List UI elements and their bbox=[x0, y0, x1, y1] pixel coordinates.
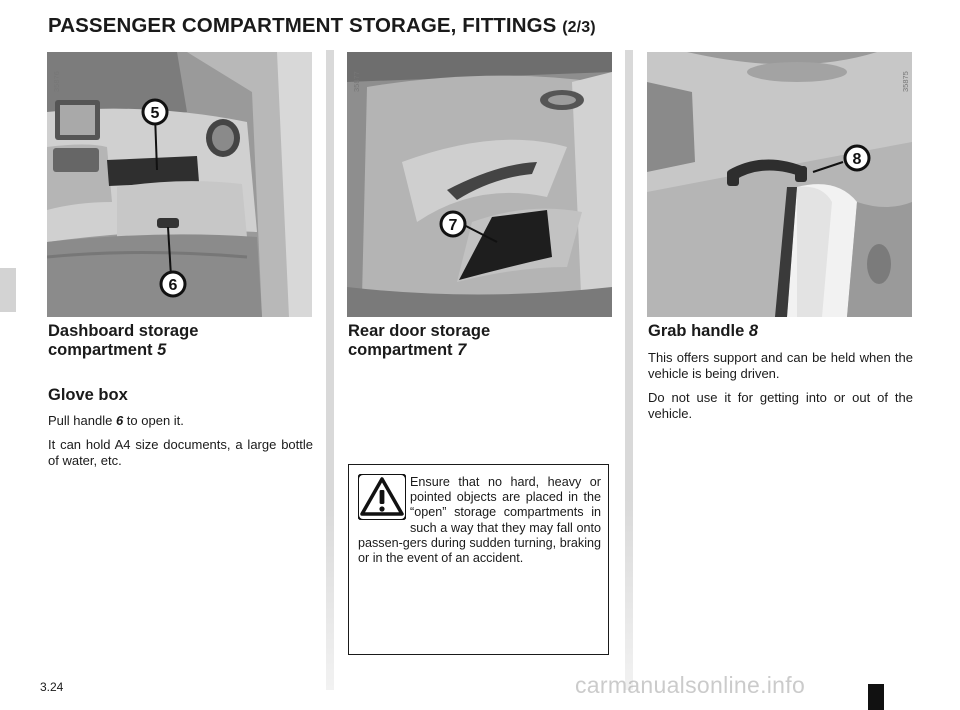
warning-text-block: Ensure that no hard, heavy or pointed ob… bbox=[358, 475, 601, 566]
callout-label-5: 5 bbox=[151, 105, 160, 122]
corner-mark bbox=[868, 684, 884, 710]
heading-line: Grab handle bbox=[648, 322, 745, 340]
page-title-text: PASSENGER COMPARTMENT STORAGE, FITTINGS bbox=[48, 14, 557, 37]
heading-number: 5 bbox=[157, 341, 167, 359]
text-run: to open it. bbox=[123, 413, 184, 428]
glove-box-instruction: Pull handle 6 to open it. bbox=[48, 413, 313, 429]
heading-line: Dashboard storage bbox=[48, 322, 199, 340]
text-run: Pull handle bbox=[48, 413, 116, 428]
heading-number: 7 bbox=[457, 341, 467, 359]
photo-grab-handle: 8 bbox=[647, 52, 912, 317]
heading-glove-box: Glove box bbox=[48, 386, 128, 404]
callout-label-6: 6 bbox=[169, 277, 178, 294]
callout-label-7: 7 bbox=[449, 217, 458, 234]
heading-line: Rear door storage bbox=[348, 322, 491, 340]
heading-grab-handle: Grab handle 8 bbox=[648, 322, 913, 341]
warning-box: Ensure that no hard, heavy or pointed ob… bbox=[348, 464, 609, 655]
icon-spacer bbox=[358, 475, 410, 533]
heading-line: compartment bbox=[348, 341, 453, 359]
page-title: PASSENGER COMPARTMENT STORAGE, FITTINGS … bbox=[48, 14, 596, 38]
photo-dashboard: 5 6 bbox=[47, 52, 312, 317]
heading-number: 8 bbox=[748, 322, 759, 340]
photo-rear-door: 7 bbox=[347, 52, 612, 317]
heading-line: compartment bbox=[48, 341, 153, 359]
grab-handle-caution: Do not use it for getting into or out of… bbox=[648, 390, 913, 421]
reference-number: 6 bbox=[115, 413, 124, 428]
photo-ref-code: 35877 bbox=[352, 71, 361, 92]
dashboard-illustration: 5 6 bbox=[47, 52, 312, 317]
grab-handle-purpose: This offers support and can be held when… bbox=[648, 350, 913, 381]
section-tab bbox=[0, 268, 16, 312]
callout-label-8: 8 bbox=[853, 151, 862, 168]
page-number: 3.24 bbox=[40, 680, 64, 694]
warning-text: Ensure that no hard, heavy or pointed ob… bbox=[358, 475, 601, 566]
photo-ref-code: 35875 bbox=[901, 71, 910, 92]
column-divider-right bbox=[625, 50, 633, 690]
grab-handle-illustration: 8 bbox=[647, 52, 912, 317]
photo-ref-code: 35876 bbox=[52, 71, 61, 92]
page-indicator: (2/3) bbox=[562, 19, 596, 36]
column-divider-left bbox=[326, 50, 334, 690]
watermark: carmanualsonline.info bbox=[575, 672, 806, 698]
glove-box-capacity: It can hold A4 size documents, a large b… bbox=[48, 437, 313, 468]
rear-door-illustration: 7 bbox=[347, 52, 612, 317]
warning-triangle-icon bbox=[358, 474, 406, 520]
